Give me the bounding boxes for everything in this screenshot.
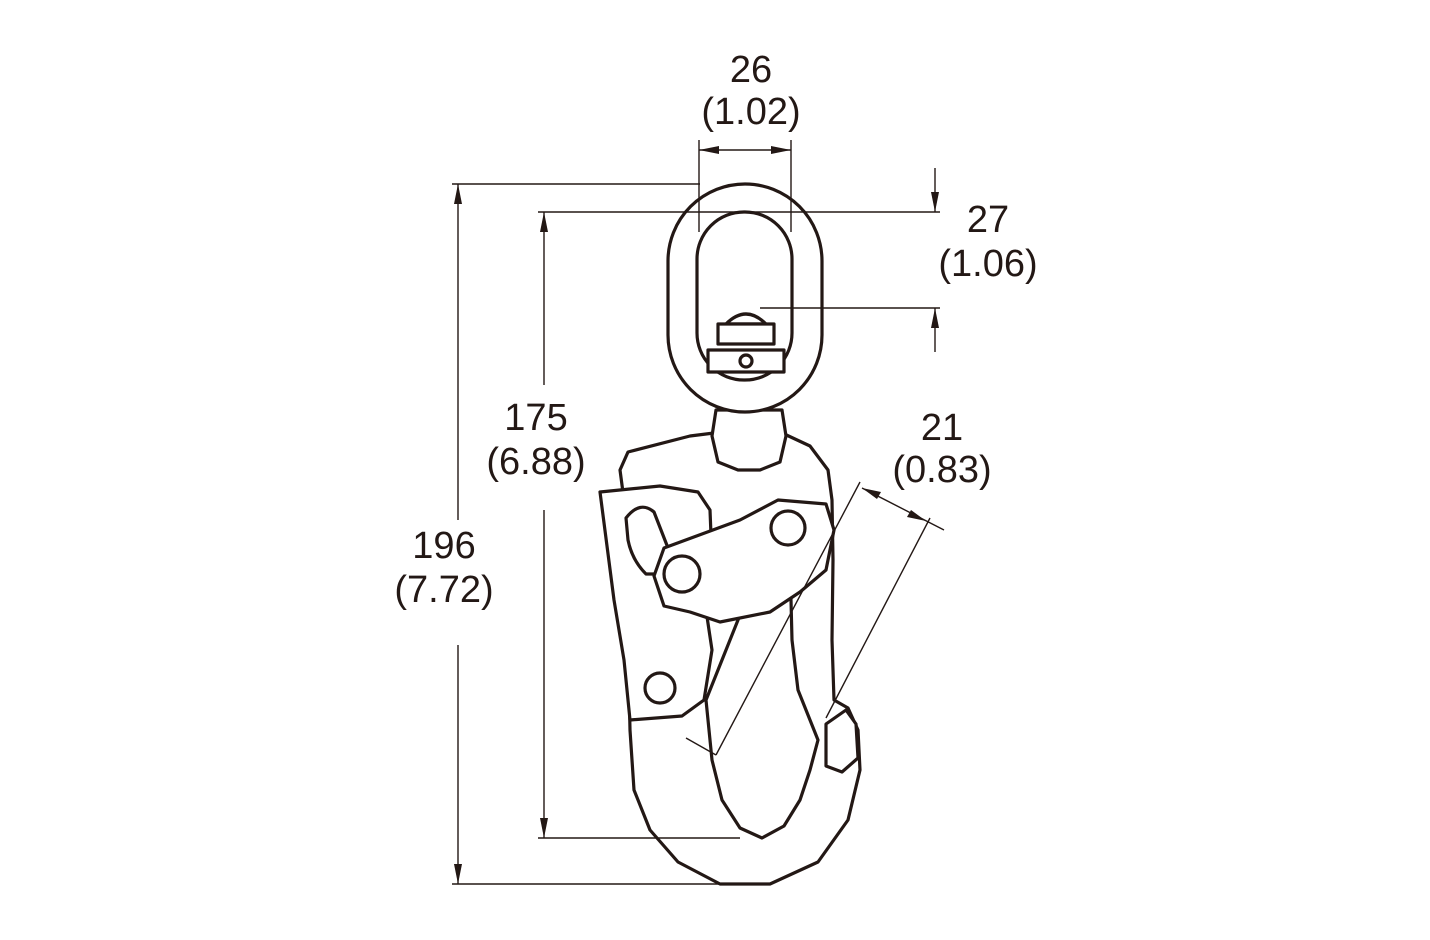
gate-rivet xyxy=(643,671,677,705)
dim-eye-width-in: (1.02) xyxy=(701,91,800,133)
arrowhead xyxy=(699,146,719,154)
dim-inner-length-in: (6.88) xyxy=(486,441,585,483)
snap-hook xyxy=(598,182,862,886)
extension-line xyxy=(715,481,861,756)
arrowhead xyxy=(931,308,939,328)
extension-line xyxy=(685,737,717,756)
dimension-labels: 26 (1.02) 27 (1.06) 175 (6.88) 196 (7.72… xyxy=(394,49,1037,611)
dim-gate-opening-mm: 21 xyxy=(921,407,963,449)
arrowhead xyxy=(862,488,881,499)
dim-gate-opening-in: (0.83) xyxy=(892,449,991,491)
dim-overall-length-mm: 196 xyxy=(412,525,475,567)
arrowhead xyxy=(540,212,548,232)
swivel-stud-pin xyxy=(738,353,754,369)
arrowhead xyxy=(907,510,926,521)
dim-eye-width-mm: 26 xyxy=(730,49,772,91)
arrowhead xyxy=(454,184,462,204)
swivel-neck xyxy=(710,408,788,472)
dimension-lines xyxy=(452,140,945,885)
extension-line xyxy=(825,517,931,719)
dim-inner-length-mm: 175 xyxy=(504,397,567,439)
arrowhead xyxy=(771,146,791,154)
arrowhead xyxy=(454,864,462,884)
dim-overall-length-in: (7.72) xyxy=(394,569,493,611)
gate-nose xyxy=(824,708,860,774)
lever-pivot xyxy=(662,554,702,594)
lever-rivet xyxy=(769,509,807,547)
arrowhead xyxy=(931,192,939,212)
arrowhead xyxy=(540,818,548,838)
dim-eye-inner-in: (1.06) xyxy=(938,243,1037,285)
swivel-stud-nut xyxy=(716,322,776,346)
dim-eye-inner-mm: 27 xyxy=(967,199,1009,241)
